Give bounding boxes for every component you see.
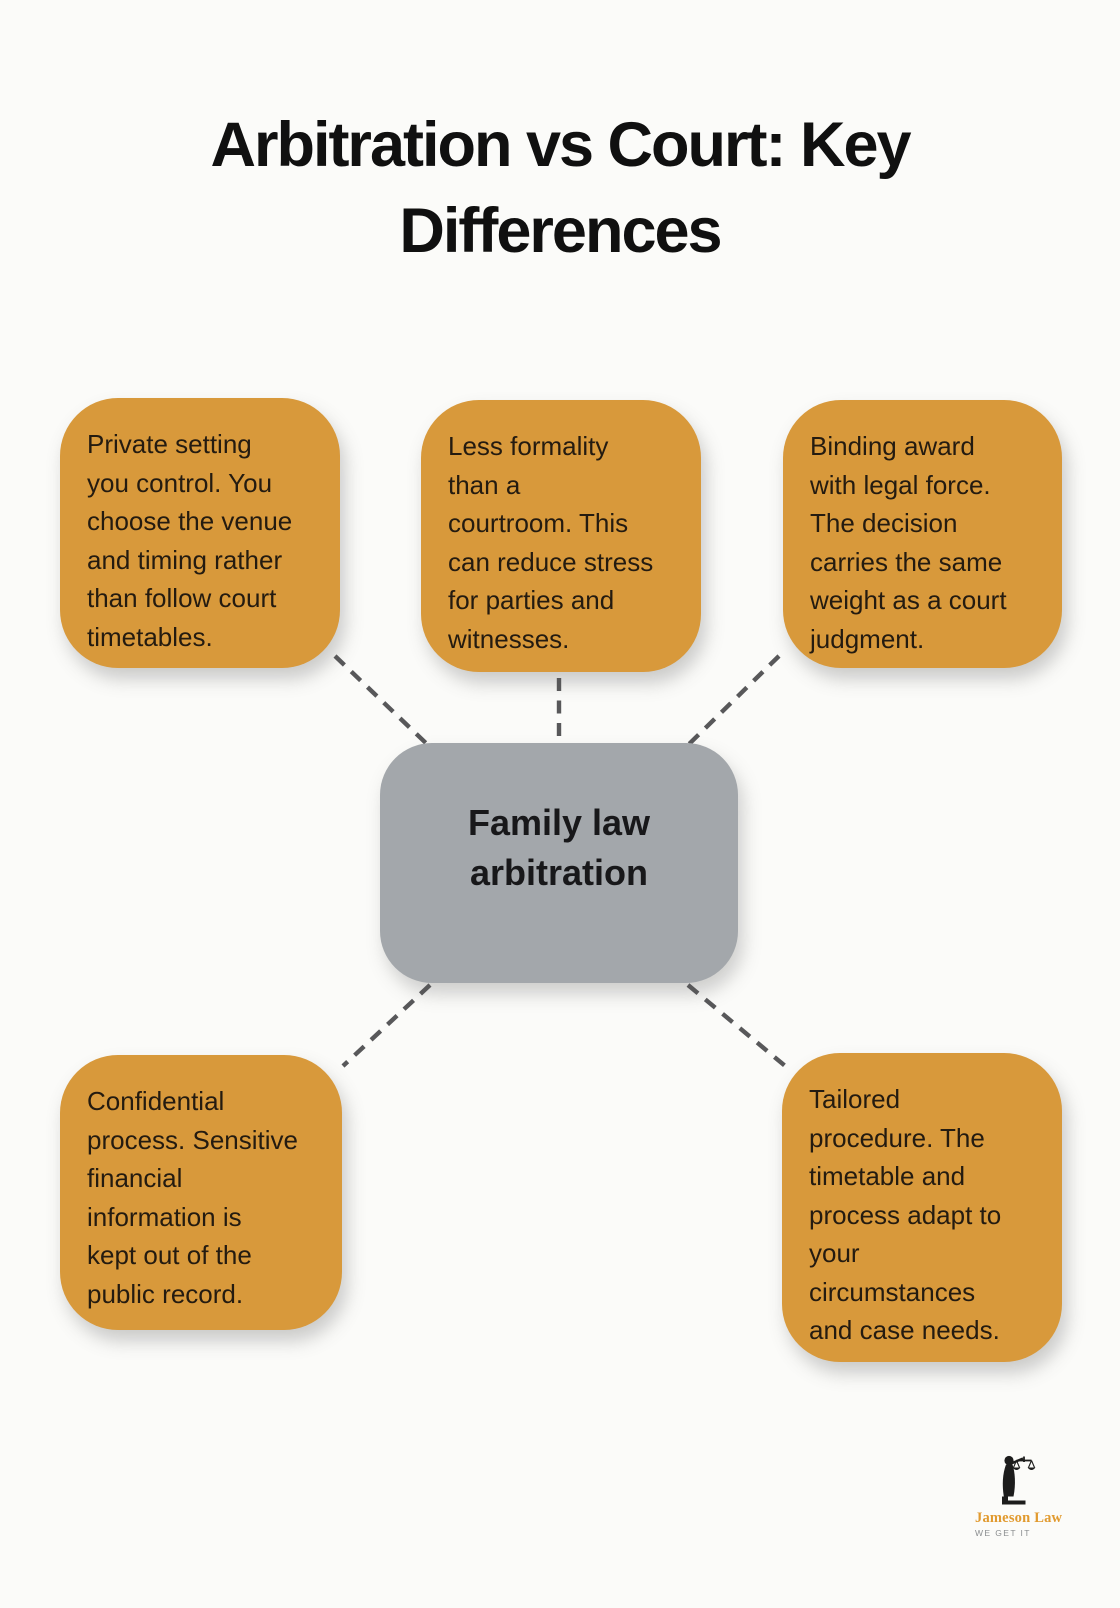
benefit-card-text: Tailored procedure. The timetable and pr… [809,1084,1002,1345]
brand-logo: Jameson Law WE GET IT [975,1454,1071,1538]
benefit-card-text: Private setting you control. You choose … [87,429,293,652]
benefit-card-text: Less formality than a courtroom. This ca… [448,431,654,654]
benefit-card-tailored-procedure: Tailored procedure. The timetable and pr… [782,1053,1062,1362]
central-topic-label: Family law arbitration [467,802,651,893]
connector-top-right [685,654,781,748]
brand-name: Jameson Law [975,1510,1063,1526]
connector-top-left [333,654,431,748]
benefit-card-text: Confidential process. Sensitive financia… [87,1086,298,1309]
benefit-card-confidential-process: Confidential process. Sensitive financia… [60,1055,342,1330]
page-title: Arbitration vs Court: Key Differences [210,110,911,266]
connector-bottom-right [686,983,792,1072]
benefit-card-text: Binding award with legal force. The deci… [810,431,1007,654]
brand-tagline: WE GET IT [975,1528,1031,1538]
benefit-card-less-formality: Less formality than a courtroom. This ca… [421,400,701,672]
lady-justice-icon [1002,1455,1036,1505]
connector-bottom-left [341,983,432,1068]
benefit-card-private-setting: Private setting you control. You choose … [60,398,340,668]
central-topic-card: Family law arbitration [380,743,738,983]
benefit-card-binding-award: Binding award with legal force. The deci… [783,400,1062,668]
